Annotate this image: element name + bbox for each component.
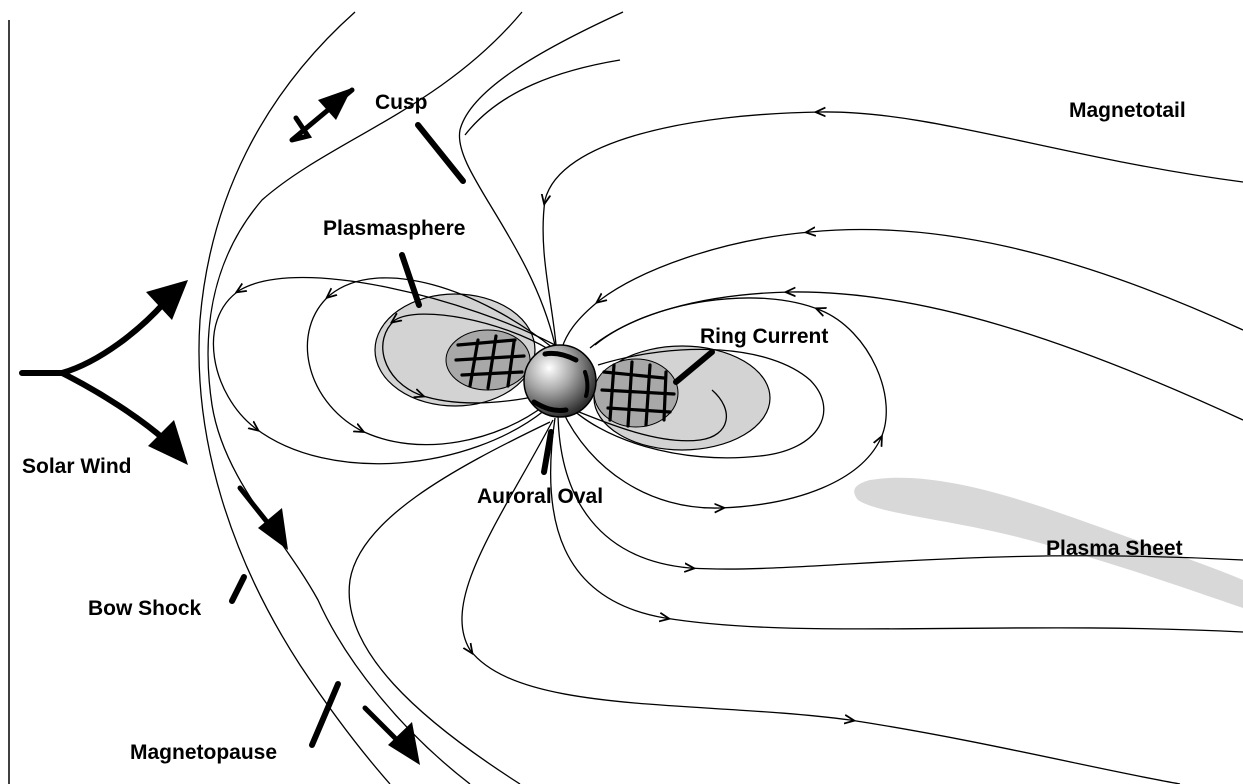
bow-shock-leader bbox=[232, 577, 244, 601]
ring-current-label: Ring Current bbox=[700, 325, 828, 348]
solar-wind-label: Solar Wind bbox=[22, 455, 131, 478]
bow-shock-label: Bow Shock bbox=[88, 597, 202, 620]
solar-wind-arrows bbox=[22, 88, 420, 765]
plasmasphere-label: Plasmasphere bbox=[323, 217, 465, 240]
cusp-leader bbox=[418, 125, 463, 181]
plasma-sheet-label: Plasma Sheet bbox=[1046, 537, 1183, 560]
bow-shock-curve bbox=[199, 12, 390, 784]
magnetopause-label: Magnetopause bbox=[130, 741, 277, 764]
earth-globe bbox=[524, 345, 596, 417]
auroral-oval-label: Auroral Oval bbox=[477, 485, 603, 508]
plasmasphere-leader bbox=[402, 255, 419, 305]
cusp-label: Cusp bbox=[375, 91, 428, 114]
magnetotail-label: Magnetotail bbox=[1069, 99, 1186, 122]
auroral-oval-leader bbox=[544, 432, 551, 472]
